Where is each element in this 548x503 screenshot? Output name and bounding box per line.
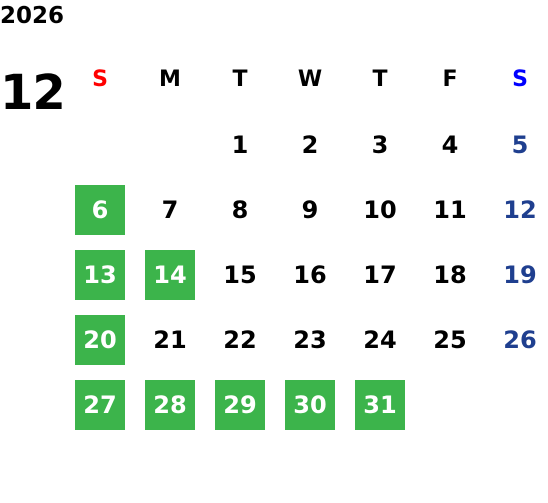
calendar-day-16[interactable]: 16: [275, 242, 345, 307]
day-number: 4: [441, 130, 459, 159]
day-number: 25: [433, 325, 467, 354]
calendar-day-12[interactable]: 12: [485, 177, 548, 242]
month-label: 12: [0, 65, 66, 121]
day-number: 31: [355, 379, 405, 430]
weekday-header-thu: T: [372, 67, 388, 92]
day-number: 18: [433, 260, 467, 289]
day-number: 8: [231, 195, 249, 224]
calendar-day-22[interactable]: 22: [205, 307, 275, 372]
day-number: 19: [503, 260, 537, 289]
calendar-day-23[interactable]: 23: [275, 307, 345, 372]
calendar-day-25[interactable]: 25: [415, 307, 485, 372]
calendar-day-14[interactable]: 14: [135, 242, 205, 307]
day-number: 3: [371, 130, 389, 159]
calendar-day-30[interactable]: 30: [275, 372, 345, 437]
calendar-day-9[interactable]: 9: [275, 177, 345, 242]
day-number: 20: [75, 314, 125, 365]
day-number: 7: [161, 195, 179, 224]
weekday-header-sun: S: [92, 67, 108, 92]
day-number: 1: [231, 130, 249, 159]
calendar-day-26[interactable]: 26: [485, 307, 548, 372]
calendar-day-6[interactable]: 6: [65, 177, 135, 242]
calendar-day-7[interactable]: 7: [135, 177, 205, 242]
calendar-day-17[interactable]: 17: [345, 242, 415, 307]
calendar-day-29[interactable]: 29: [205, 372, 275, 437]
year-label: 2026: [0, 3, 65, 29]
calendar-day-1[interactable]: 1: [205, 112, 275, 177]
day-number: 10: [363, 195, 397, 224]
calendar-day-28[interactable]: 28: [135, 372, 205, 437]
calendar-day-27[interactable]: 27: [65, 372, 135, 437]
calendar-day-18[interactable]: 18: [415, 242, 485, 307]
day-number: 30: [285, 379, 335, 430]
calendar-day-13[interactable]: 13: [65, 242, 135, 307]
day-number: 14: [145, 249, 195, 300]
calendar-blank-cell: [135, 112, 205, 177]
day-number: 9: [301, 195, 319, 224]
weekday-header-tue: T: [232, 67, 248, 92]
weekday-header-wed: W: [297, 67, 323, 92]
calendar-day-8[interactable]: 8: [205, 177, 275, 242]
day-number: 6: [75, 184, 125, 235]
calendar-day-24[interactable]: 24: [345, 307, 415, 372]
day-number: 17: [363, 260, 397, 289]
day-number: 12: [503, 195, 537, 224]
calendar-day-21[interactable]: 21: [135, 307, 205, 372]
day-number: 16: [293, 260, 327, 289]
day-number: 27: [75, 379, 125, 430]
weekday-header-mon: M: [159, 67, 181, 92]
calendar-day-15[interactable]: 15: [205, 242, 275, 307]
calendar-day-2[interactable]: 2: [275, 112, 345, 177]
calendar-day-3[interactable]: 3: [345, 112, 415, 177]
day-number: 23: [293, 325, 327, 354]
calendar-day-31[interactable]: 31: [345, 372, 415, 437]
day-number: 22: [223, 325, 257, 354]
calendar-day-4[interactable]: 4: [415, 112, 485, 177]
day-number: 5: [511, 130, 529, 159]
calendar-day-11[interactable]: 11: [415, 177, 485, 242]
day-number: 15: [223, 260, 257, 289]
calendar-day-19[interactable]: 19: [485, 242, 548, 307]
weekday-header-fri: F: [442, 67, 458, 92]
day-number: 29: [215, 379, 265, 430]
calendar-day-10[interactable]: 10: [345, 177, 415, 242]
weekday-header-sat: S: [512, 67, 528, 92]
calendar-day-5[interactable]: 5: [485, 112, 548, 177]
day-number: 21: [153, 325, 187, 354]
day-number: 2: [301, 130, 319, 159]
day-number: 26: [503, 325, 537, 354]
day-number: 11: [433, 195, 467, 224]
calendar-day-20[interactable]: 20: [65, 307, 135, 372]
calendar-blank-cell: [65, 112, 135, 177]
day-number: 28: [145, 379, 195, 430]
day-number: 13: [75, 249, 125, 300]
day-number: 24: [363, 325, 397, 354]
